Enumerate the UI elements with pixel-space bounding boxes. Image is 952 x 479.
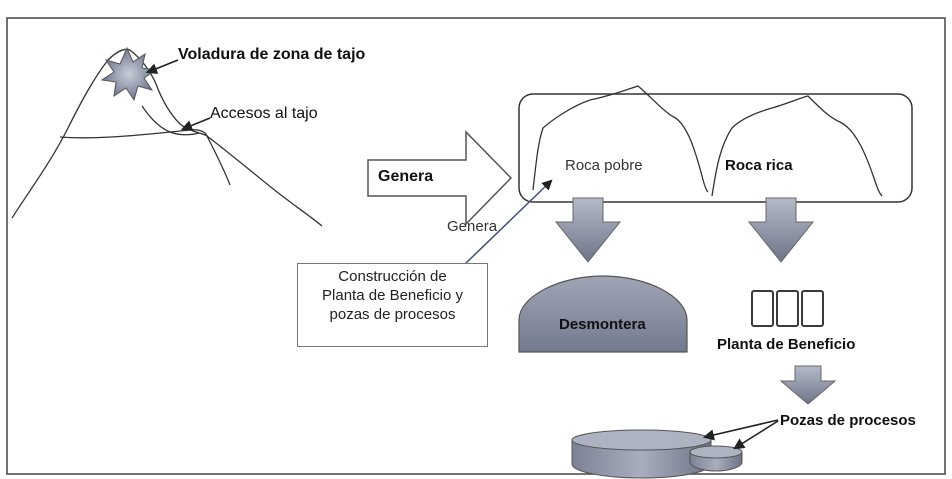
roca-rica-outline (711, 95, 883, 197)
figure-frame (6, 17, 946, 475)
poza-small (689, 445, 743, 472)
accesos-label: Accesos al tajo (210, 105, 318, 122)
voladura-pointer (145, 59, 179, 74)
planta-unit-1 (751, 290, 774, 327)
pozas-pointer-large (702, 419, 779, 441)
desmontera-dome (518, 275, 688, 353)
desmontera-label: Desmontera (559, 316, 646, 333)
voladura-label: Voladura de zona de tajo (178, 46, 366, 63)
arrow-to-planta (747, 197, 815, 263)
genera-line-label: Genera (447, 218, 498, 235)
explosion-icon (100, 46, 158, 102)
planta-unit-2 (776, 290, 799, 327)
construccion-pointer (464, 179, 553, 265)
planta-label: Planta de Beneficio (717, 336, 856, 353)
arrow-to-pozas (779, 365, 837, 405)
arrow-to-desmontera (554, 197, 622, 263)
construccion-line-2: Planta de Beneficio y (322, 287, 463, 304)
genera-arrow-label: Genera (378, 168, 434, 185)
planta-unit-3 (801, 290, 824, 327)
roca-pobre-label: Roca pobre (565, 157, 643, 174)
mountain-sketch (11, 48, 323, 227)
construccion-box: Construcción de Planta de Beneficio y po… (297, 263, 488, 347)
pozas-label: Pozas de procesos (780, 412, 916, 429)
genera-arrow-shape (367, 130, 513, 226)
accesos-pointer (180, 117, 211, 131)
construccion-line-1: Construcción de (338, 268, 447, 285)
roca-pobre-outline (532, 85, 709, 193)
pozas-pointer-small (733, 420, 779, 450)
rock-group-box (518, 93, 913, 203)
roca-rica-label: Roca rica (725, 157, 793, 174)
construccion-line-3: pozas de procesos (329, 306, 456, 323)
